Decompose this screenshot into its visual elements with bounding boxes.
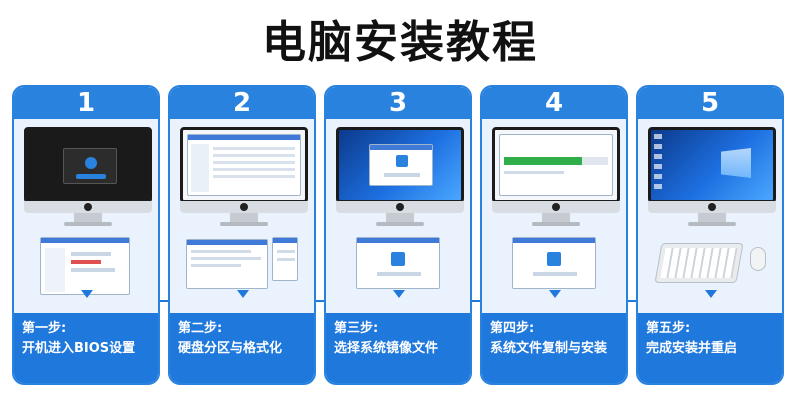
step-desc: 完成安装并重启	[646, 341, 738, 356]
arrow-down-icon	[393, 290, 405, 298]
keyboard-mouse	[654, 233, 770, 299]
desktop-icons	[654, 134, 662, 190]
step-caption: 第一步: 开机进入BIOS设置	[14, 313, 158, 383]
arrow-down-icon	[549, 290, 561, 298]
apple-logo-icon	[396, 203, 404, 211]
step-title: 第三步:	[334, 321, 379, 336]
monitor-foot	[220, 222, 268, 226]
copy-progress-window	[499, 134, 613, 196]
arrow-down-icon	[81, 290, 93, 298]
step-title: 第五步:	[646, 321, 691, 336]
image-select-window	[369, 144, 433, 186]
imac-illustration	[492, 127, 620, 227]
step-number: 4	[482, 87, 626, 119]
step-number: 1	[14, 87, 158, 119]
monitor-chin	[24, 201, 152, 213]
monitor-foot	[688, 222, 736, 226]
apple-logo-icon	[552, 203, 560, 211]
page-title: 电脑安装教程	[262, 17, 538, 68]
step-caption: 第四步: 系统文件复制与安装	[482, 313, 626, 383]
bios-window	[63, 148, 117, 184]
monitor-chin	[336, 201, 464, 213]
step-caption: 第二步: 硬盘分区与格式化	[170, 313, 314, 383]
monitor-screen	[492, 127, 620, 203]
monitor-screen	[336, 127, 464, 203]
monitor-chin	[180, 201, 308, 213]
apple-logo-icon	[84, 203, 92, 211]
step-caption: 第三步: 选择系统镜像文件	[326, 313, 470, 383]
monitor-stand	[698, 213, 726, 223]
step-title: 第二步:	[178, 321, 223, 336]
install-dialog	[498, 233, 614, 299]
monitor-stand	[542, 213, 570, 223]
monitor-foot	[532, 222, 580, 226]
arrow-down-icon	[237, 290, 249, 298]
step-number: 5	[638, 87, 782, 119]
step-desc: 开机进入BIOS设置	[22, 341, 136, 356]
step-title: 第一步:	[22, 321, 67, 336]
mouse-icon	[750, 247, 766, 271]
step-card-5: 5 第五步: 完成安装并重启	[636, 85, 784, 385]
imac-illustration	[24, 127, 152, 227]
image-dialog	[342, 233, 458, 299]
monitor-stand	[230, 213, 258, 223]
monitor-stand	[386, 213, 414, 223]
arrow-down-icon	[705, 290, 717, 298]
step-number: 3	[326, 87, 470, 119]
apple-logo-icon	[240, 203, 248, 211]
step-card-4: 4 第四步: 系统文件复制与安装	[480, 85, 628, 385]
monitor-chin	[648, 201, 776, 213]
step-card-3: 3 第三步: 选择系统镜像文件	[324, 85, 472, 385]
step-number: 2	[170, 87, 314, 119]
step-desc: 选择系统镜像文件	[334, 341, 439, 356]
monitor-chin	[492, 201, 620, 213]
apple-logo-icon	[708, 203, 716, 211]
step-desc: 系统文件复制与安装	[490, 341, 608, 356]
imac-illustration	[336, 127, 464, 227]
copy-progress-fill	[504, 157, 582, 165]
monitor-foot	[376, 222, 424, 226]
monitor-screen	[180, 127, 308, 203]
monitor-stand	[74, 213, 102, 223]
partition-window	[187, 134, 301, 196]
imac-illustration	[180, 127, 308, 227]
monitor-foot	[64, 222, 112, 226]
monitor-screen	[24, 127, 152, 203]
step-card-1: 1 第一步: 开机进入BIOS设置	[12, 85, 160, 385]
partition-dialogs	[186, 233, 302, 299]
step-desc: 硬盘分区与格式化	[178, 341, 283, 356]
step-title: 第四步:	[490, 321, 535, 336]
step-caption: 第五步: 完成安装并重启	[638, 313, 782, 383]
keyboard-icon	[654, 243, 744, 283]
imac-illustration	[648, 127, 776, 227]
monitor-screen	[648, 127, 776, 203]
step-card-2: 2	[168, 85, 316, 385]
windows-logo-icon	[721, 148, 751, 178]
